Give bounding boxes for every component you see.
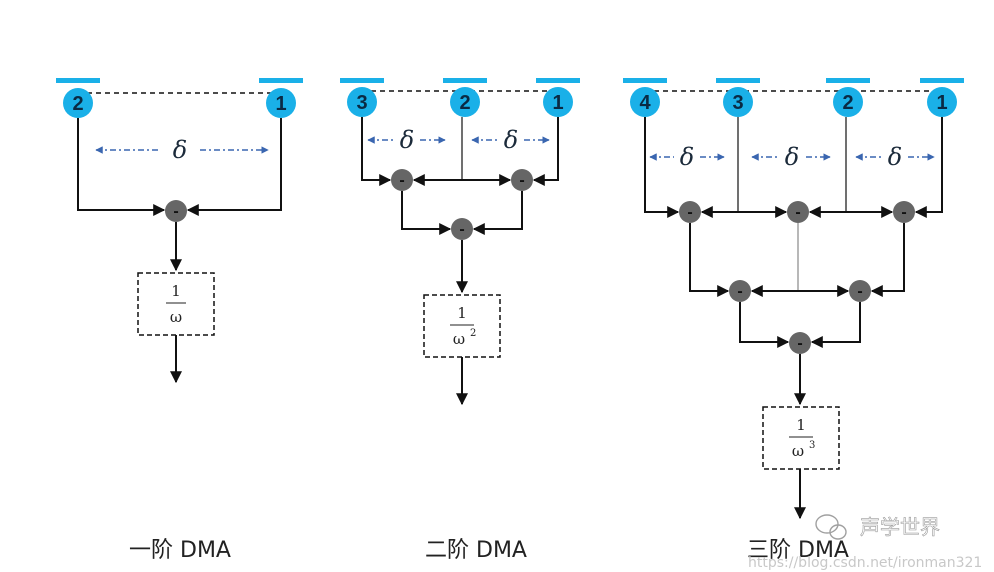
delta-label: δ [785, 143, 799, 171]
signal-line [401, 191, 452, 235]
delta-label: δ [888, 143, 902, 171]
signal-line [689, 223, 730, 297]
subtract-node: - [789, 332, 811, 354]
signal-line [77, 118, 166, 216]
svg-text:-: - [797, 335, 802, 352]
mic-circle [266, 88, 296, 118]
svg-text:-: - [737, 283, 742, 300]
filter-box: 1 ω [137, 272, 215, 336]
wechat-icon [815, 514, 847, 540]
svg-text:-: - [399, 172, 404, 189]
svg-text:-: - [459, 221, 464, 238]
subtract-node: - [511, 169, 533, 191]
signal-line [870, 223, 905, 297]
svg-text:-: - [519, 172, 524, 189]
delta-label: δ [680, 143, 694, 171]
svg-text:-: - [857, 283, 862, 300]
filter-numerator: 1 [796, 416, 806, 434]
svg-text:-: - [795, 204, 800, 221]
mic-2: 2 [826, 78, 870, 117]
delta-label: δ [504, 126, 518, 154]
mic-3: 3 [716, 78, 760, 117]
panel-second-order: 3 2 1 δ δ - - [340, 78, 580, 563]
mic-number: 3 [732, 92, 743, 114]
signal-line [186, 118, 282, 216]
mic-number: 2 [842, 92, 853, 114]
mic-number: 2 [459, 92, 470, 114]
mic-number: 1 [936, 92, 947, 114]
subtract-node: - [787, 201, 809, 223]
panel-third-order: 4 3 2 1 δ δ δ [623, 78, 964, 563]
subtract-node: - [679, 201, 701, 223]
mic-1: 1 [536, 78, 580, 117]
filter-power: 3 [809, 440, 815, 451]
mic-bar [56, 78, 100, 83]
mic-circle [63, 88, 93, 118]
filter-denominator: ω [792, 442, 804, 460]
panel-caption: 二阶 DMA [425, 538, 527, 563]
signal-line [810, 302, 861, 348]
mic-1: 1 [259, 78, 303, 118]
signal-line [532, 117, 559, 186]
filter-numerator: 1 [171, 282, 181, 300]
mic-bar [259, 78, 303, 83]
signal-line [914, 117, 943, 218]
mic-4: 4 [623, 78, 667, 117]
mic-number: 4 [639, 92, 651, 114]
mic-number: 2 [72, 93, 83, 115]
panel-caption: 三阶 DMA [747, 538, 849, 563]
signal-line [644, 117, 680, 218]
watermark-url: https://blog.csdn.net/ironman321 [748, 555, 982, 571]
mic-1: 1 [920, 78, 964, 117]
subtract-node: - [729, 280, 751, 302]
delta-label: δ [400, 126, 414, 154]
watermark-text: 声学世界 [860, 515, 940, 539]
watermark: 声学世界 https://blog.csdn.net/ironman321 [748, 514, 982, 571]
mic-number: 1 [552, 92, 563, 114]
filter-box: 1 ω 3 [762, 406, 840, 470]
filter-numerator: 1 [457, 304, 467, 322]
subtract-node: - [893, 201, 915, 223]
subtract-node: - [451, 218, 473, 240]
svg-text:-: - [173, 203, 178, 220]
signal-line [361, 117, 392, 186]
mic-number: 1 [275, 93, 286, 115]
svg-text:-: - [687, 204, 692, 221]
panel-first-order: 2 1 δ - 1 ω 一阶 DMA [56, 78, 303, 563]
delta-label: δ [173, 136, 187, 164]
svg-text:-: - [901, 204, 906, 221]
filter-power: 2 [470, 328, 476, 339]
mic-2: 2 [56, 78, 100, 118]
filter-denominator: ω [170, 308, 182, 326]
signal-line [472, 191, 523, 235]
signal-line [739, 302, 790, 348]
mic-3: 3 [340, 78, 384, 117]
mic-number: 3 [356, 92, 367, 114]
filter-denominator: ω [453, 330, 465, 348]
filter-box: 1 ω 2 [423, 294, 501, 358]
mic-2: 2 [443, 78, 487, 117]
subtract-node: - [391, 169, 413, 191]
subtract-node: - [165, 200, 187, 222]
subtract-node: - [849, 280, 871, 302]
panel-caption: 一阶 DMA [129, 538, 231, 563]
